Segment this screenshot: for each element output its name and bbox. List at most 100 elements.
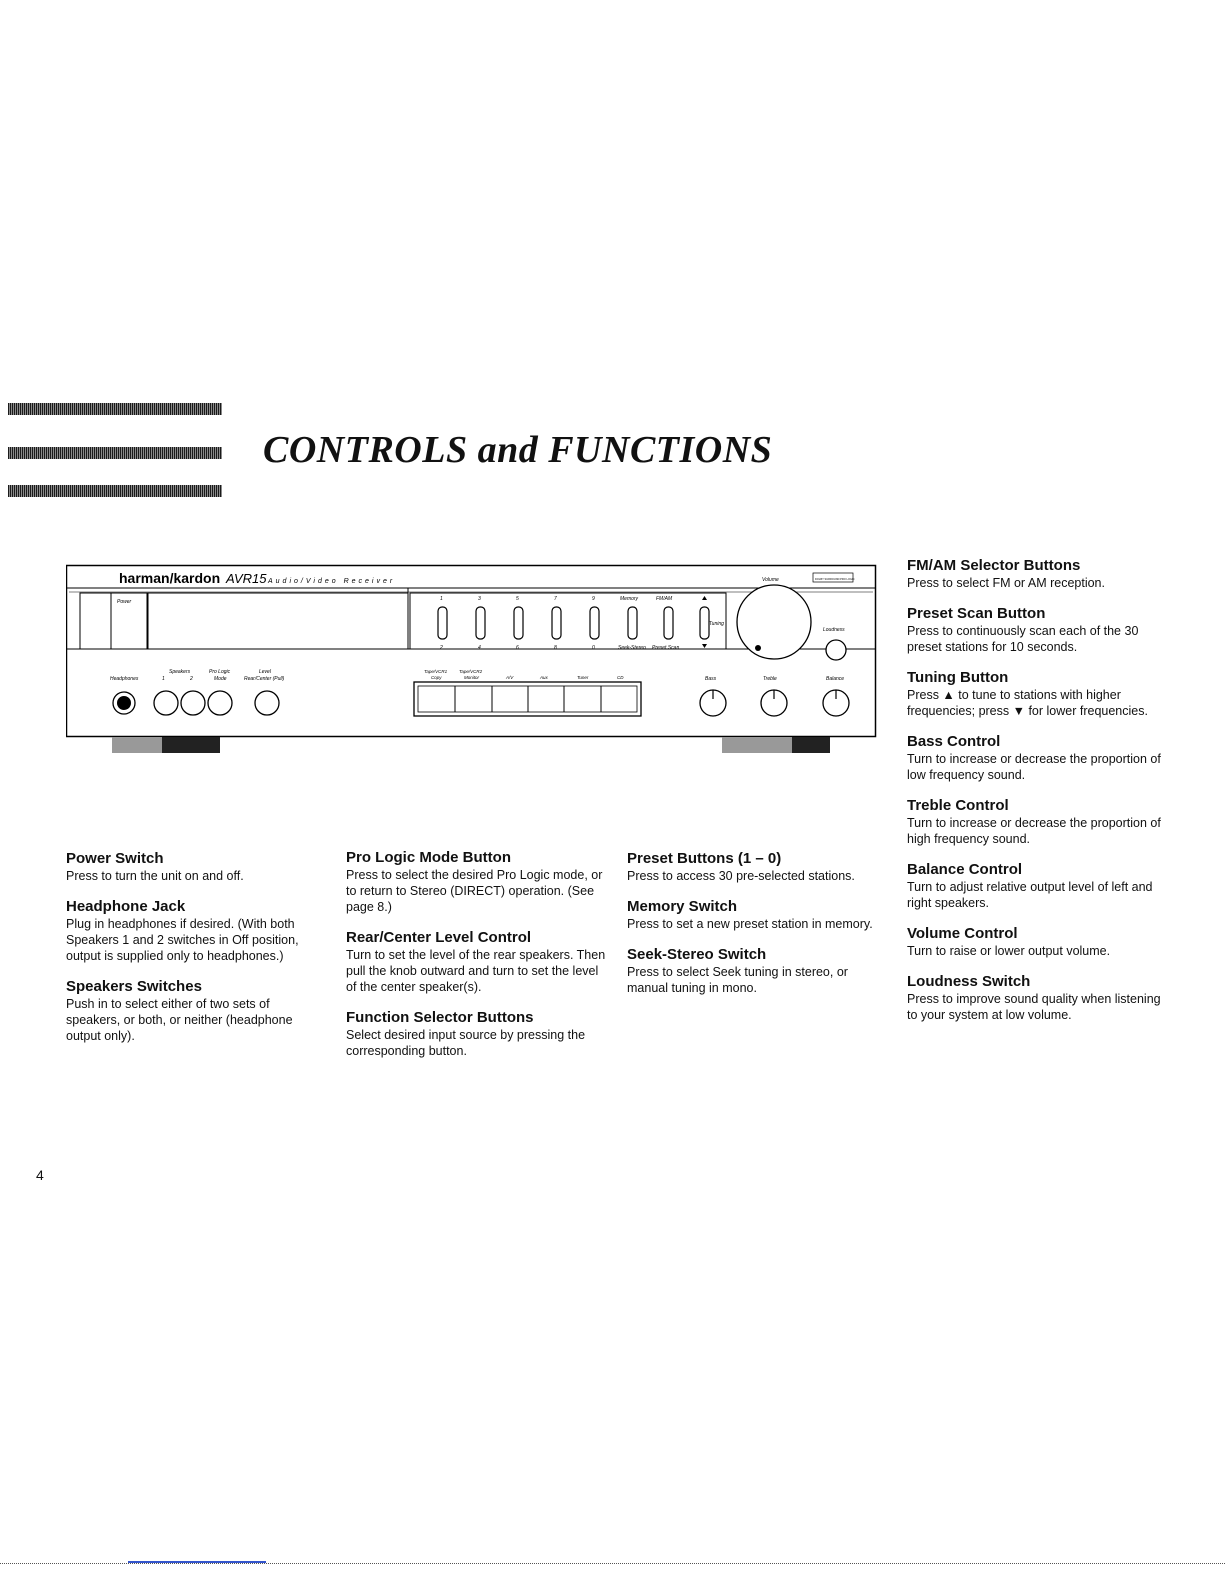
column-2: Pro Logic Mode Button Press to select th… — [346, 849, 606, 1073]
preset-number-top: 5 — [516, 596, 519, 602]
preset-button[interactable] — [513, 606, 524, 640]
control-text: Select desired input source by pressing … — [346, 1028, 586, 1058]
preset-number-top: 7 — [554, 596, 557, 602]
preset-button[interactable] — [589, 606, 600, 640]
control-description: Balance Control Turn to adjust relative … — [907, 861, 1167, 911]
bottom-rule — [0, 1563, 1225, 1564]
control-text: Press to continuously scan each of the 3… — [907, 624, 1139, 654]
header-bar-bottom — [8, 485, 222, 497]
page-title: CONTROLS and FUNCTIONS — [263, 429, 773, 471]
control-description: Power Switch Press to turn the unit on a… — [66, 850, 326, 884]
control-description: Loudness Switch Press to improve sound q… — [907, 973, 1167, 1023]
preset-scan-label: Preset Scan — [652, 645, 679, 651]
control-text: Push in to select either of two sets of … — [66, 997, 293, 1043]
preset-number-bottom: 6 — [516, 645, 519, 651]
loudness-button[interactable] — [825, 639, 847, 661]
control-description: Preset Scan Button Press to continuously… — [907, 605, 1167, 655]
fm-am-label: FM/AM — [656, 596, 673, 602]
control-heading: Headphone Jack — [66, 898, 186, 915]
tape-vcr1-label: Tape/VCR1 — [424, 669, 448, 674]
tuning-button[interactable] — [699, 606, 710, 640]
model-subtitle-label: Audio/Video Receiver — [267, 578, 395, 585]
brand-label: harman/kardon — [119, 570, 220, 586]
power-label: Power — [117, 599, 132, 605]
control-text: Press to select the desired Pro Logic mo… — [346, 868, 603, 914]
control-heading: Treble Control — [907, 797, 1009, 814]
control-description: Treble Control Turn to increase or decre… — [907, 797, 1167, 847]
column-1: Power Switch Press to turn the unit on a… — [66, 850, 326, 1058]
treble-knob[interactable] — [760, 689, 788, 717]
memory-button[interactable] — [627, 606, 638, 640]
page-number: 4 — [36, 1167, 44, 1183]
function-selector-buttons — [454, 686, 602, 712]
control-text: Turn to set the level of the rear speake… — [346, 948, 606, 994]
tune-up-arrow-icon — [702, 596, 707, 600]
control-text: Press to set a new preset station in mem… — [627, 917, 873, 931]
rear-center-level-knob[interactable] — [254, 690, 280, 716]
preset-number-top: 1 — [440, 596, 443, 602]
control-heading: Power Switch — [66, 850, 164, 867]
pro-logic-mode-button[interactable] — [207, 690, 233, 716]
control-text: Press to turn the unit on and off. — [66, 869, 244, 883]
control-text: Press ▲ to tune to stations with higher … — [907, 688, 1148, 718]
volume-knob[interactable] — [736, 584, 812, 660]
control-text: Press to select Seek tuning in stereo, o… — [627, 965, 848, 995]
speakers-label: Speakers — [169, 669, 191, 675]
fm-am-button[interactable] — [663, 606, 674, 640]
control-heading: Memory Switch — [627, 898, 738, 915]
control-description: Bass Control Turn to increase or decreas… — [907, 733, 1167, 783]
control-text: Turn to increase or decrease the proport… — [907, 816, 1161, 846]
control-heading: Speakers Switches — [66, 978, 202, 995]
loudness-label: Loudness — [823, 627, 845, 633]
preset-number-bottom: 2 — [439, 645, 443, 651]
bass-label: Bass — [705, 676, 717, 682]
tuning-label: Tuning — [709, 621, 724, 627]
speakers-1-switch[interactable] — [153, 690, 179, 716]
control-heading: Preset Buttons (1 – 0) — [627, 850, 782, 867]
control-heading: Function Selector Buttons — [346, 1009, 534, 1026]
preset-number-bottom: 4 — [478, 645, 481, 651]
tune-down-arrow-icon — [702, 644, 707, 648]
control-heading: FM/AM Selector Buttons — [907, 557, 1081, 574]
control-text: Press to improve sound quality when list… — [907, 992, 1161, 1022]
column-3: Preset Buttons (1 – 0) Press to access 3… — [627, 850, 887, 1010]
control-description: Seek-Stereo Switch Press to select Seek … — [627, 946, 887, 996]
preset-number-top: 3 — [478, 596, 481, 602]
control-text: Press to select FM or AM reception. — [907, 576, 1105, 590]
bottom-link-underline — [128, 1561, 266, 1563]
tape-vcr2-label: Tape/VCR2 — [459, 669, 483, 674]
rear-center-label: Rear/Center (Pull) — [244, 676, 285, 682]
seek-stereo-label: Seek-Stereo — [618, 645, 646, 651]
monitor-label: Monitor — [464, 675, 480, 680]
control-description: Preset Buttons (1 – 0) Press to access 3… — [627, 850, 887, 884]
dolby-logo-label: DOLBY SURROUND PRO LOGIC — [815, 577, 855, 581]
preset-button[interactable] — [475, 606, 486, 640]
cd-label: CD — [617, 675, 624, 680]
pro-logic-label: Pro Logic — [209, 669, 231, 675]
control-description: Tuning Button Press ▲ to tune to station… — [907, 669, 1167, 719]
control-heading: Pro Logic Mode Button — [346, 849, 511, 866]
headphones-label: Headphones — [110, 676, 139, 682]
preset-button[interactable] — [551, 606, 562, 640]
control-description: Headphone Jack Plug in headphones if des… — [66, 898, 326, 964]
copy-label: Copy — [431, 675, 442, 680]
control-heading: Loudness Switch — [907, 973, 1031, 990]
control-text: Plug in headphones if desired. (With bot… — [66, 917, 299, 963]
bass-knob[interactable] — [699, 689, 727, 717]
av-label: A/V — [505, 675, 514, 680]
control-heading: Rear/Center Level Control — [346, 929, 532, 946]
control-heading: Bass Control — [907, 733, 1001, 750]
speakers-2-switch[interactable] — [180, 690, 206, 716]
speaker-1-label: 1 — [162, 676, 165, 682]
header-bar-top — [8, 403, 222, 415]
preset-button[interactable] — [437, 606, 448, 640]
control-text: Turn to raise or lower output volume. — [907, 944, 1111, 958]
preset-number-bottom: 8 — [554, 645, 557, 651]
control-text: Turn to adjust relative output level of … — [907, 880, 1153, 910]
control-description: Function Selector Buttons Select desired… — [346, 1009, 606, 1059]
control-heading: Preset Scan Button — [907, 605, 1046, 622]
preset-buttons-group — [437, 606, 710, 640]
balance-knob[interactable] — [822, 689, 850, 717]
treble-label: Treble — [763, 676, 777, 682]
aux-label: Aux — [539, 675, 549, 680]
